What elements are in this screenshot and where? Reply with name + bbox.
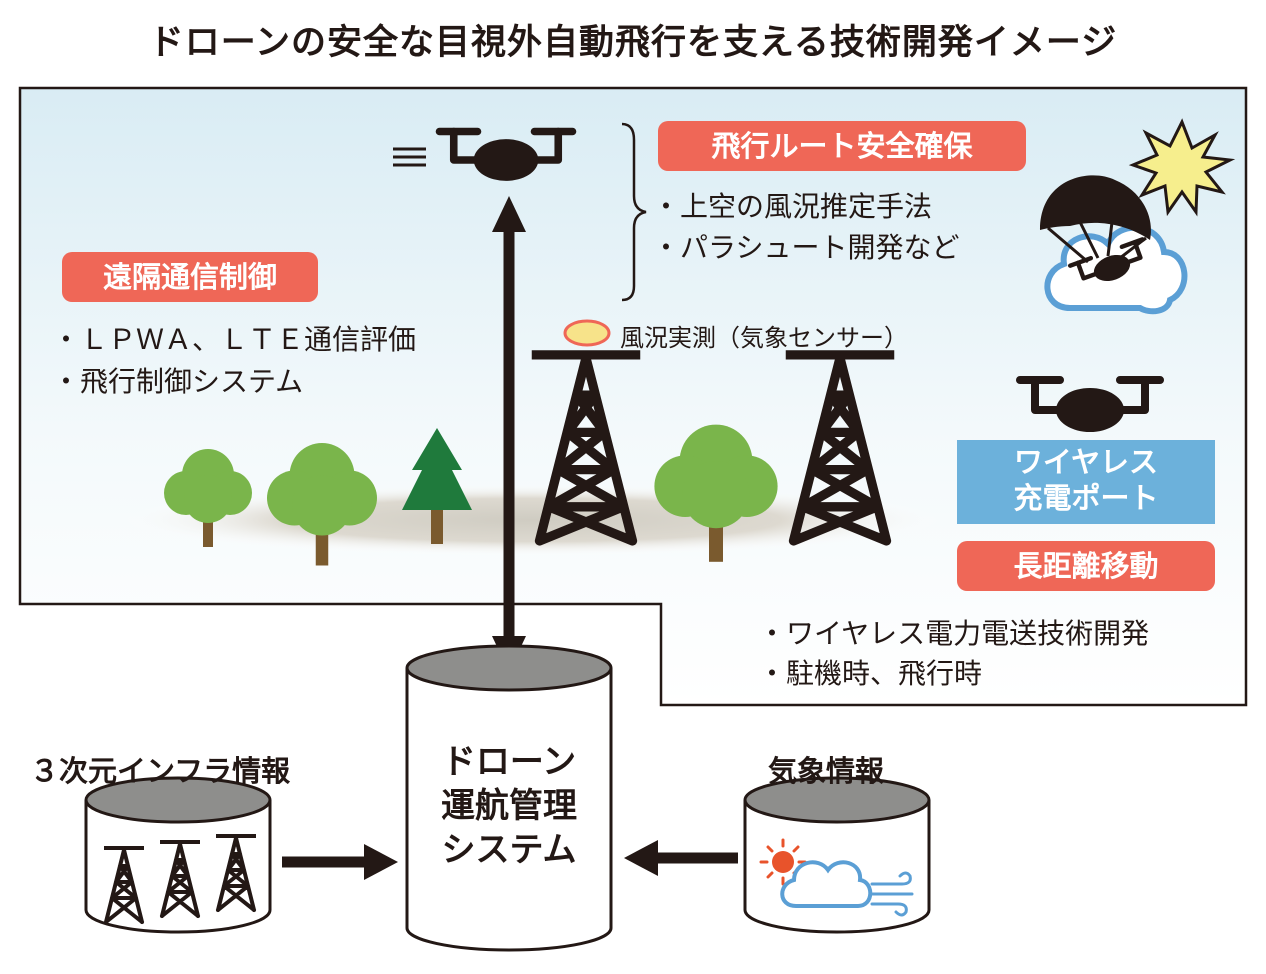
- remote-control-badge: 遠隔通信制御: [62, 252, 318, 302]
- parachute-drone-cloud: [1040, 175, 1188, 315]
- weather-sensor-icon: [563, 319, 611, 347]
- charging-port-line2: 充電ポート: [1013, 481, 1159, 515]
- cloud-icon: [780, 860, 873, 908]
- charging-port-box: ワイヤレス 充電ポート: [957, 440, 1215, 524]
- remote-item-1: ・ＬＰＷＡ、ＬＴＥ通信評価: [52, 323, 417, 356]
- long-distance-item-2: ・駐機時、飛行時: [758, 657, 983, 690]
- speed-lines-icon: [393, 147, 426, 167]
- charging-port-line1: ワイヤレス: [1013, 445, 1159, 479]
- infra-database-icon: [84, 776, 272, 934]
- utm-line1: ドローン: [441, 742, 577, 782]
- arrow-infra-to-utm: [282, 844, 398, 880]
- flight-route-badge: 飛行ルート安全確保: [658, 121, 1026, 171]
- arrow-weather-to-utm: [624, 840, 738, 876]
- long-distance-item-1: ・ワイヤレス電力電送技術開発: [758, 617, 1150, 650]
- utm-line3: システム: [441, 830, 577, 870]
- brace-icon: [621, 122, 647, 302]
- flight-route-item-1: ・上空の風況推定手法: [652, 190, 933, 223]
- long-distance-badge: 長距離移動: [957, 541, 1215, 591]
- wind-sensor-label: 風況実測（気象センサー）: [620, 324, 908, 352]
- weather-database-icon: [743, 776, 931, 934]
- utm-line2: 運航管理: [441, 786, 577, 826]
- wind-icon: [870, 871, 914, 917]
- tree-conifer: [402, 428, 472, 544]
- page-title: ドローンの安全な目視外自動飛行を支える技術開発イメージ: [148, 23, 1118, 63]
- weather-info-label: 気象情報: [768, 754, 885, 788]
- utm-label: ドローン 運航管理 システム: [407, 740, 611, 872]
- explosion-icon: [1128, 118, 1236, 217]
- remote-item-2: ・飛行制御システム: [52, 365, 304, 398]
- flight-route-item-2: ・パラシュート開発など: [652, 231, 960, 264]
- utm-database-icon: [405, 644, 613, 952]
- infra-3d-label: ３次元インフラ情報: [30, 754, 291, 788]
